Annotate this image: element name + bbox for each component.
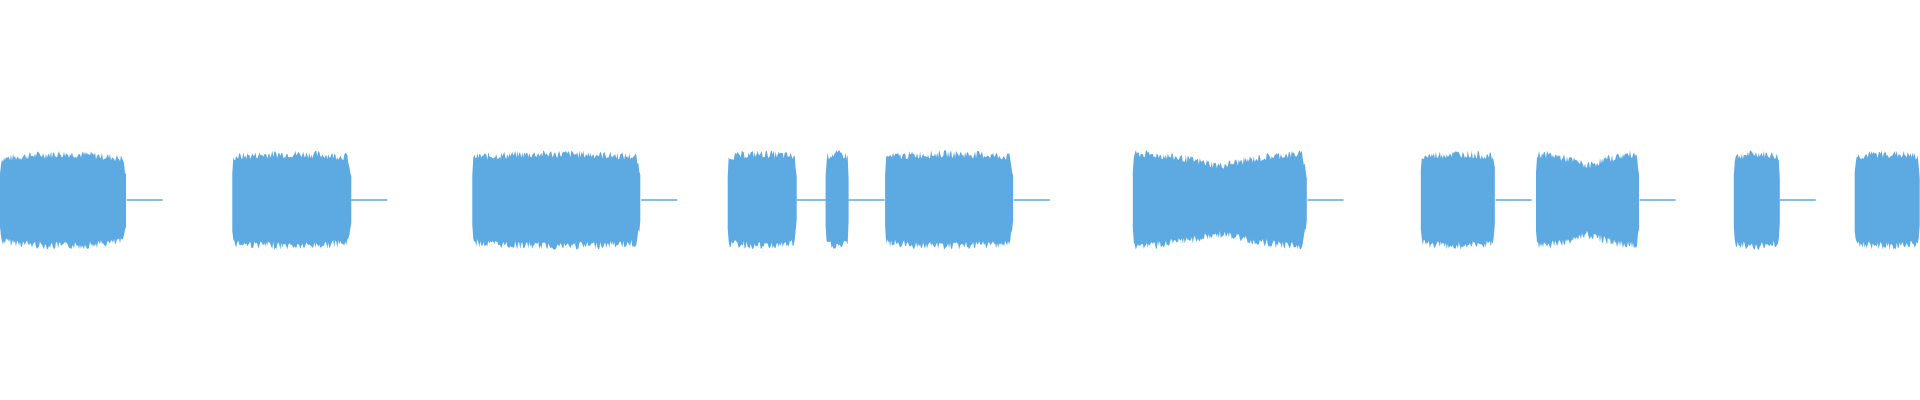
waveform-segment bbox=[1132, 150, 1307, 250]
waveform-segment bbox=[1854, 150, 1920, 250]
waveform-segment bbox=[1733, 150, 1780, 250]
waveform-segment bbox=[825, 150, 849, 250]
waveform-segment bbox=[0, 151, 126, 250]
waveform-segment bbox=[232, 150, 352, 250]
waveform-segments bbox=[0, 150, 1920, 250]
waveform-segment bbox=[1536, 150, 1639, 249]
waveform-segment bbox=[885, 150, 1014, 250]
waveform-segment bbox=[727, 150, 797, 250]
waveform-segment bbox=[472, 150, 641, 250]
waveform-segment bbox=[1420, 150, 1495, 250]
